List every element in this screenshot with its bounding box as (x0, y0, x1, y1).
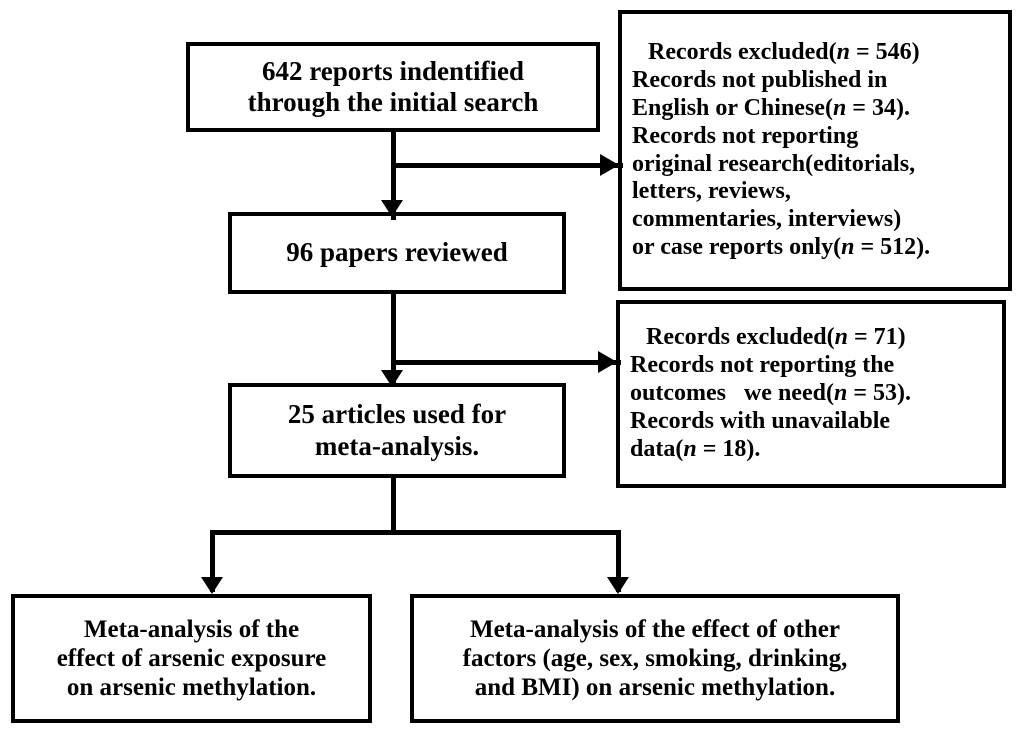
excluded-second-line-1: Records excluded(n = 71) (646, 324, 906, 351)
box-records-identified: 642 reports indentified through the init… (186, 42, 600, 132)
box-articles-included-line-2: meta-analysis. (314, 430, 480, 461)
excluded-second-line-2: Records not reporting the (630, 352, 895, 379)
excluded-first-line-7: commentaries, interviews) (632, 206, 902, 233)
box-records-excluded-second: Records excluded(n = 71) Records not rep… (616, 300, 1006, 488)
excluded-first-line-6: letters, reviews, (632, 178, 791, 205)
meta-other-line-1: Meta-analysis of the effect of other (469, 616, 840, 643)
excluded-first-line-4: Records not reporting (632, 122, 859, 149)
excluded-second-line-5: data(n = 18). (630, 435, 761, 462)
excluded-first-line-2: Records not published in (632, 67, 888, 94)
meta-other-line-3: and BMI) on arsenic methylation. (474, 674, 836, 701)
box-articles-included-line-1: 25 articles used for (287, 399, 507, 430)
excluded-first-line-1: Records excluded(n = 546) (648, 39, 920, 66)
connector-identified-to-excluded-first-line (391, 163, 623, 168)
meta-arsenic-line-3: on arsenic methylation. (66, 674, 317, 701)
connector-fork-right-drop (616, 530, 621, 592)
arrow-down-icon-identified-to-reviewed (381, 200, 403, 217)
arrow-down-icon-to-meta-arsenic (201, 577, 223, 594)
excluded-second-line-3: outcomes we need(n = 53). (630, 380, 911, 407)
excluded-first-line-8: or case reports only(n = 512). (632, 233, 931, 260)
meta-other-line-2: factors (age, sex, smoking, drinking, (462, 645, 848, 672)
box-meta-analysis-arsenic-exposure: Meta-analysis of the effect of arsenic e… (11, 594, 372, 723)
arrow-down-icon-to-meta-other (607, 577, 629, 594)
box-records-identified-line-2: through the initial search (247, 87, 539, 117)
box-records-identified-line-1: 642 reports indentified (262, 55, 524, 86)
connector-identified-to-reviewed-line (391, 130, 396, 220)
box-records-excluded-first: Records excluded(n = 546) Records not pu… (618, 10, 1012, 291)
excluded-first-line-5: original research(editorials, (632, 150, 916, 177)
meta-arsenic-line-1: Meta-analysis of the (83, 616, 300, 643)
arrow-down-icon-reviewed-to-articles (381, 370, 403, 387)
meta-arsenic-line-2: effect of arsenic exposure (56, 645, 327, 672)
connector-reviewed-to-articles-line (391, 292, 396, 386)
connector-articles-fork-stem (391, 477, 396, 534)
box-papers-reviewed: 96 papers reviewed (228, 212, 566, 294)
box-papers-reviewed-line-1: 96 papers reviewed (286, 237, 508, 268)
arrow-right-icon-to-excluded-second (598, 351, 617, 373)
excluded-second-line-4: Records with unavailable (630, 407, 891, 434)
box-articles-included: 25 articles used for meta-analysis. (228, 383, 566, 478)
excluded-first-line-3: English or Chinese(n = 34). (632, 94, 910, 121)
connector-fork-left-drop (210, 530, 215, 592)
connector-reviewed-to-excluded-second-line (391, 360, 621, 365)
box-meta-analysis-other-factors: Meta-analysis of the effect of other fac… (410, 594, 900, 723)
connector-articles-fork-bar (210, 530, 621, 535)
arrow-right-icon-to-excluded-first (600, 154, 619, 176)
